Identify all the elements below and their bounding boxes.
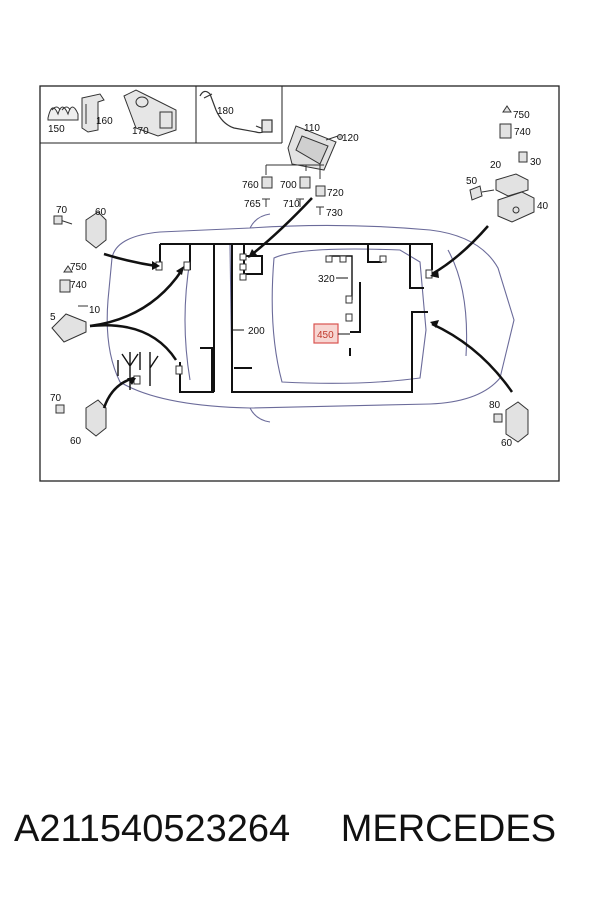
part-170-holder-icon (123, 89, 177, 137)
part-label: 60 (95, 207, 107, 218)
part-label: 320 (318, 274, 335, 285)
part-label: 50 (466, 176, 478, 187)
part-label: 765 (244, 199, 261, 210)
part-label: 200 (248, 326, 265, 337)
part-label: 150 (48, 124, 65, 135)
part-label: 730 (326, 208, 343, 219)
part-label: 720 (327, 188, 344, 199)
part-label: 70 (56, 205, 68, 216)
caption: A211540523264 MERCEDES (14, 808, 594, 851)
part-label: 750 (513, 110, 530, 121)
part-60-right-sensor-icon (493, 401, 529, 443)
part-label: 760 (242, 180, 259, 191)
part-label: 60 (70, 436, 82, 447)
part-160-bracket-icon (81, 93, 105, 133)
part-label: 110 (304, 123, 320, 134)
wiring-diagram: 150 160 170 180 110 120 760 700 720 765 … (39, 85, 560, 482)
harness-branches (117, 255, 353, 390)
part-label: 750 (70, 262, 87, 273)
highlighted-part-label: 450 (317, 330, 334, 341)
part-40-bracket-icon (497, 191, 535, 223)
wiring-harness (159, 243, 433, 393)
part-label: 30 (530, 157, 542, 168)
brand-name: MERCEDES (340, 808, 557, 850)
part-label: 70 (50, 393, 62, 404)
connector-group-icon (261, 164, 326, 215)
part-label: 710 (283, 199, 300, 210)
part-label: 180 (217, 106, 234, 117)
part-740-connector-icon (499, 105, 512, 139)
part-label: 10 (89, 305, 101, 316)
part-label: 700 (280, 180, 297, 191)
part-20-clip-icon (495, 151, 529, 197)
part-60-sensor-icon (53, 211, 107, 249)
part-label: 740 (514, 127, 531, 138)
car-body-outline (106, 213, 515, 423)
part-label: 740 (70, 280, 87, 291)
part-label: 5 (50, 312, 56, 323)
part-number: A211540523264 (14, 808, 291, 850)
pointer-arrows (89, 197, 514, 409)
part-label: 60 (501, 438, 513, 449)
part-50-screw-icon (469, 185, 495, 201)
part-label: 80 (489, 400, 501, 411)
diagram-frame (39, 85, 560, 482)
module-110-icon (287, 125, 343, 171)
part-label: 20 (490, 160, 502, 171)
arrow-heads (127, 249, 439, 385)
part-label: 160 (96, 116, 113, 127)
part-150-clip-icon (47, 106, 79, 121)
part-5-sensor-icon (51, 265, 88, 343)
part-label: 120 (342, 133, 359, 144)
part-label: 170 (132, 126, 149, 137)
part-60-lower-sensor-icon (55, 399, 107, 437)
part-180-cable-icon (199, 90, 273, 134)
part-label: 40 (537, 201, 549, 212)
